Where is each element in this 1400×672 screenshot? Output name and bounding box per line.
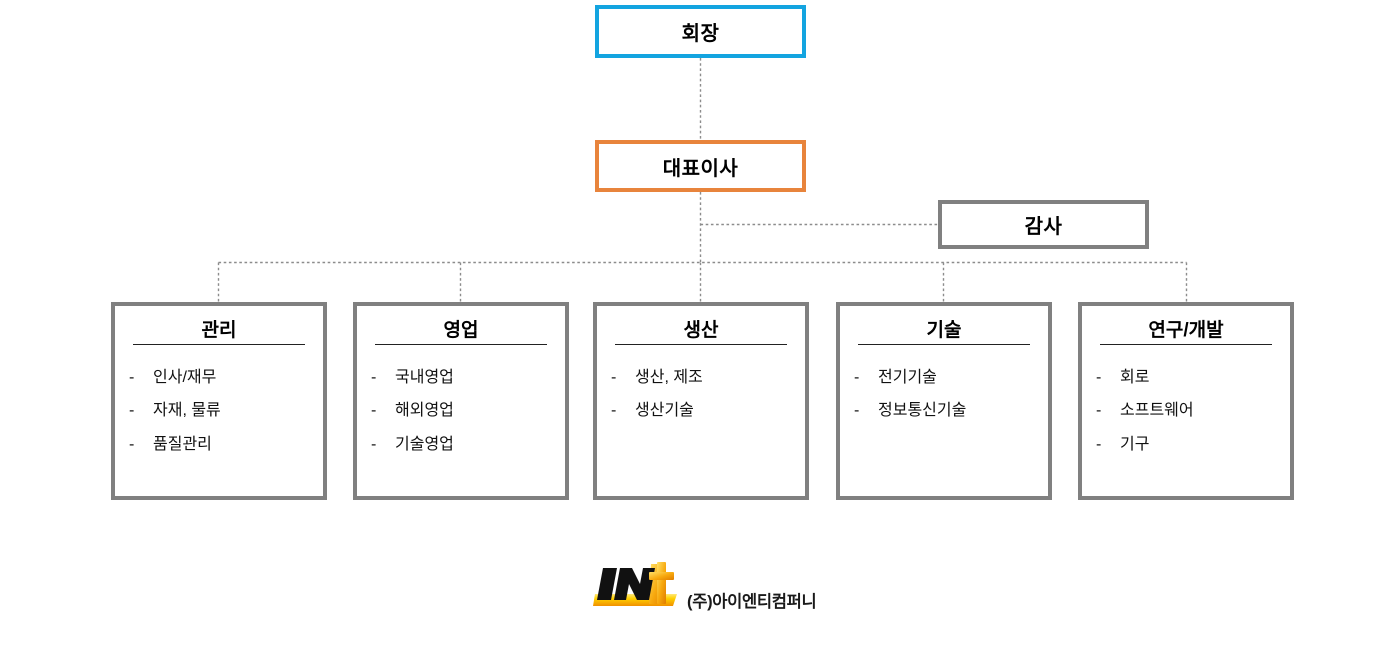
list-item: - 기구 (1096, 436, 1290, 454)
list-item: - 생산, 제조 (611, 369, 805, 387)
list-item: - 전기기술 (854, 369, 1048, 387)
list-item-label: 정보통신기술 (878, 402, 967, 420)
node-department-technology[interactable]: 기술 - 전기기술 - 정보통신기술 (836, 302, 1052, 500)
bullet-dash: - (854, 369, 860, 386)
bullet-dash: - (1096, 435, 1102, 453)
node-department-sales[interactable]: 영업 - 국내영업 - 해외영업 - 기술영업 (353, 302, 569, 500)
department-header: 관리 (115, 306, 323, 345)
list-item: - 기술영업 (371, 436, 565, 454)
int-logo-icon (593, 562, 677, 606)
node-ceo[interactable]: 대표이사 (595, 140, 806, 192)
list-item-label: 품질관리 (153, 435, 212, 453)
department-title: 관리 (201, 320, 237, 341)
list-item-label: 전기기술 (878, 369, 937, 386)
list-item-label: 소프트웨어 (1120, 402, 1194, 420)
bullet-dash: - (1096, 369, 1102, 386)
list-item: - 소프트웨어 (1096, 402, 1290, 420)
department-item-list: - 전기기술 - 정보통신기술 (840, 345, 1048, 421)
bullet-dash: - (129, 402, 135, 420)
list-item-label: 자재, 물류 (153, 402, 221, 420)
title-underline (615, 344, 787, 345)
department-title: 영업 (443, 320, 479, 341)
node-auditor-label: 감사 (1024, 216, 1063, 238)
node-ceo-label: 대표이사 (662, 157, 739, 180)
list-item-label: 회로 (1120, 369, 1150, 386)
list-item-label: 기구 (1120, 435, 1150, 453)
department-title: 기술 (926, 320, 962, 341)
department-header: 영업 (357, 306, 565, 345)
node-chairman[interactable]: 회장 (595, 5, 806, 58)
bullet-dash: - (371, 402, 377, 420)
bullet-dash: - (1096, 402, 1102, 420)
list-item-label: 인사/재무 (153, 369, 217, 386)
department-item-list: - 국내영업 - 해외영업 - 기술영업 (357, 345, 565, 454)
node-department-production[interactable]: 생산 - 생산, 제조 - 생산기술 (593, 302, 809, 500)
department-title: 연구/개발 (1148, 320, 1224, 341)
list-item-label: 생산, 제조 (635, 369, 703, 386)
bullet-dash: - (129, 435, 135, 453)
department-header: 연구/개발 (1082, 306, 1290, 345)
department-title: 생산 (683, 320, 719, 341)
title-underline (858, 344, 1030, 345)
department-header: 생산 (597, 306, 805, 345)
node-chairman-label: 회장 (681, 23, 720, 45)
bullet-dash: - (854, 402, 860, 420)
company-name: (주)아이엔티컴퍼니 (687, 593, 817, 611)
bullet-dash: - (371, 369, 377, 386)
list-item: - 인사/재무 (129, 369, 323, 387)
list-item-label: 해외영업 (395, 402, 454, 420)
department-header: 기술 (840, 306, 1048, 345)
company-logo: (주)아이엔티컴퍼니 (591, 560, 851, 616)
list-item: - 생산기술 (611, 402, 805, 420)
list-item: - 해외영업 (371, 402, 565, 420)
node-department-management[interactable]: 관리 - 인사/재무 - 자재, 물류 - 품질관리 (111, 302, 327, 500)
list-item: - 국내영업 (371, 369, 565, 387)
node-department-rnd[interactable]: 연구/개발 - 회로 - 소프트웨어 - 기구 (1078, 302, 1294, 500)
list-item: - 품질관리 (129, 436, 323, 454)
department-item-list: - 생산, 제조 - 생산기술 (597, 345, 805, 421)
bullet-dash: - (611, 369, 617, 386)
title-underline (133, 344, 305, 345)
list-item-label: 기술영업 (395, 435, 454, 453)
title-underline (375, 344, 547, 345)
list-item: - 회로 (1096, 369, 1290, 387)
list-item: - 정보통신기술 (854, 402, 1048, 420)
department-item-list: - 회로 - 소프트웨어 - 기구 (1082, 345, 1290, 454)
list-item-label: 국내영업 (395, 369, 454, 386)
department-item-list: - 인사/재무 - 자재, 물류 - 품질관리 (115, 345, 323, 454)
bullet-dash: - (129, 369, 135, 386)
list-item: - 자재, 물류 (129, 402, 323, 420)
list-item-label: 생산기술 (635, 402, 694, 420)
bullet-dash: - (371, 435, 377, 453)
title-underline (1100, 344, 1272, 345)
node-auditor[interactable]: 감사 (938, 200, 1149, 249)
bullet-dash: - (611, 402, 617, 420)
